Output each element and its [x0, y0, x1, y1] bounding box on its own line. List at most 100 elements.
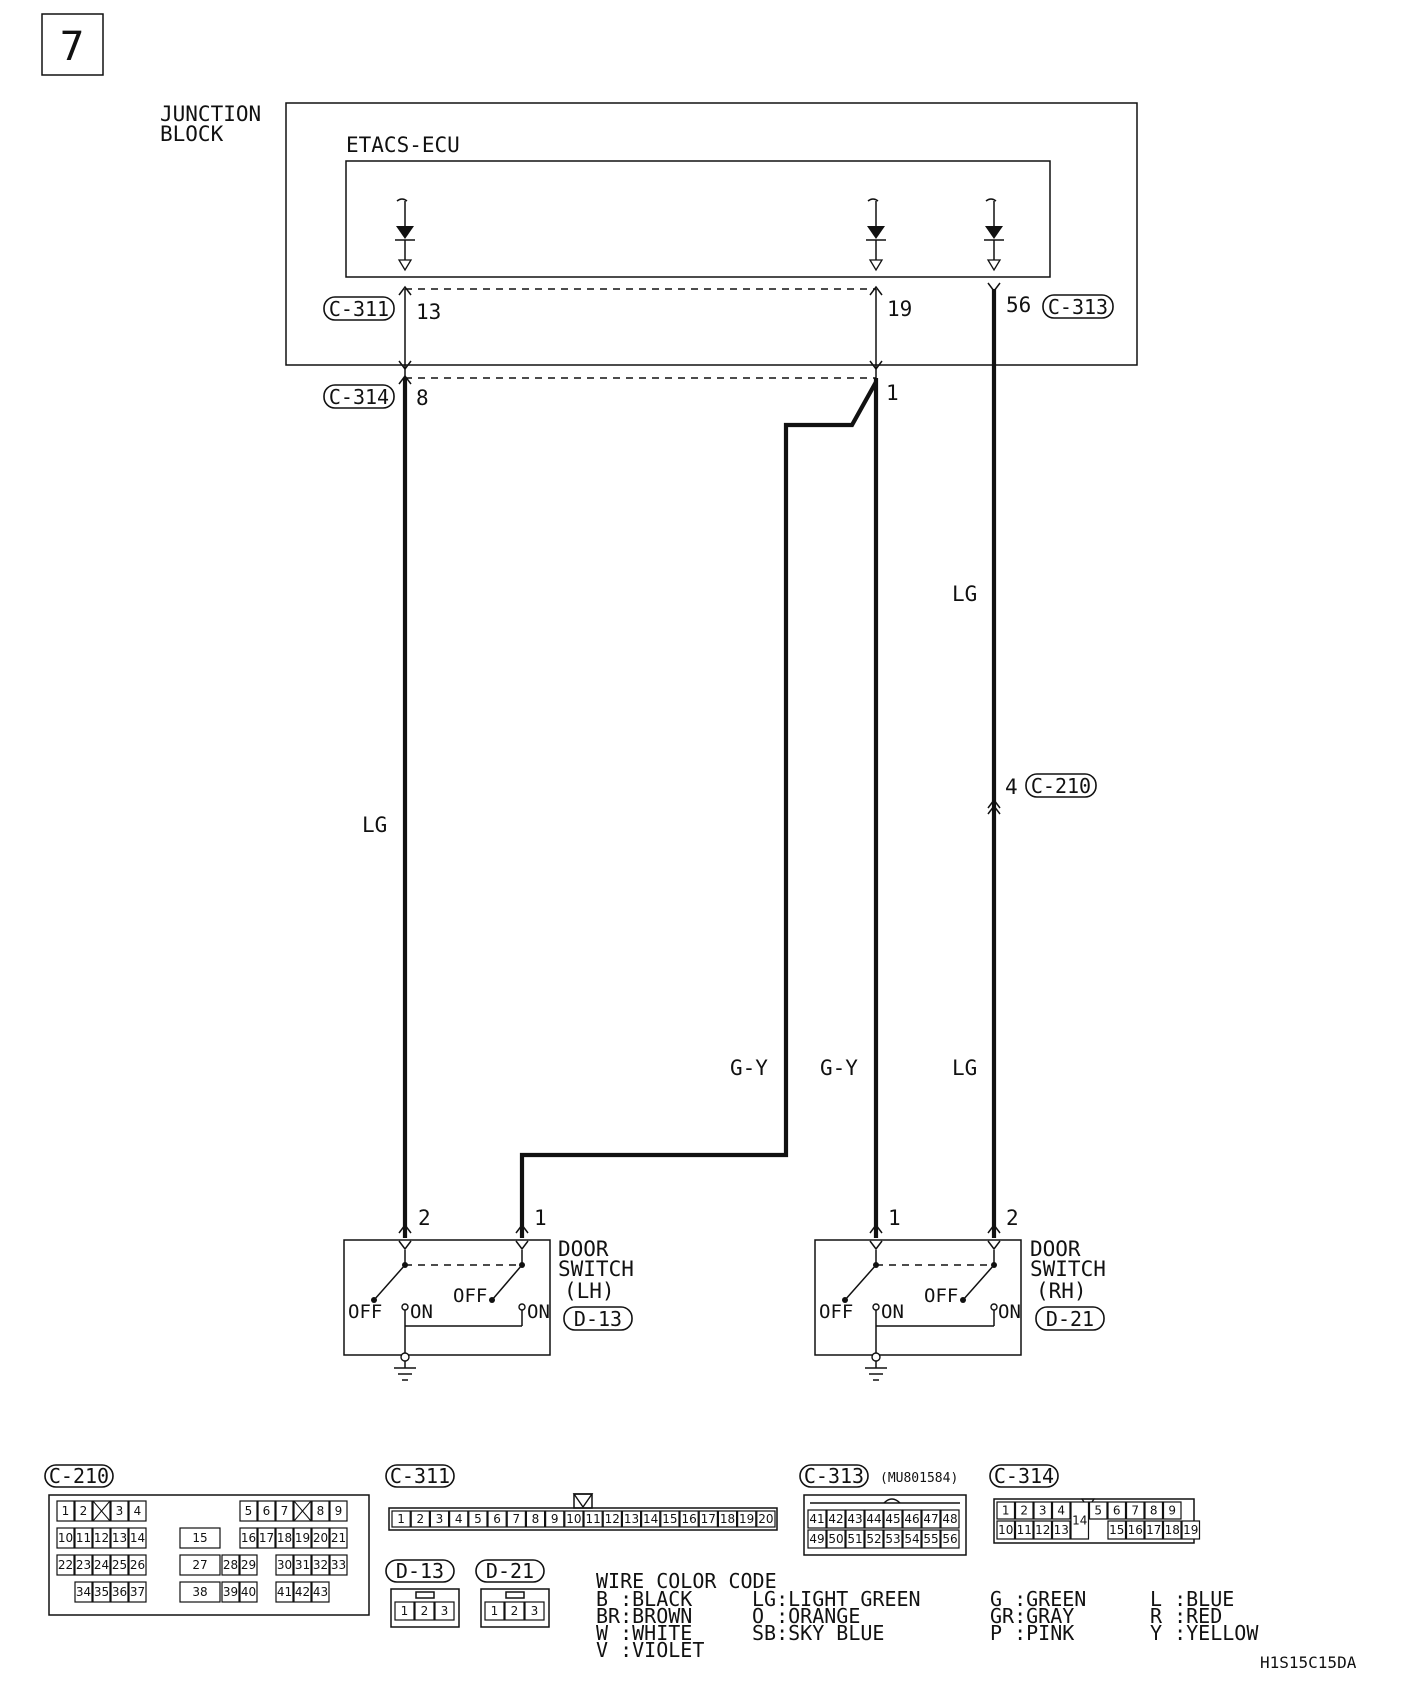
c210-cell: 31	[293, 1554, 312, 1576]
c210-cell: 16	[239, 1527, 258, 1549]
c210-cell: 11	[74, 1527, 93, 1549]
rh-title-1: DOOR	[1030, 1237, 1081, 1261]
legend-entry: G :GREEN	[990, 1587, 1086, 1611]
rh-title-2: SWITCH	[1030, 1257, 1106, 1281]
c210-cell: 40	[239, 1581, 258, 1603]
c313-cell: 49	[807, 1529, 827, 1549]
svg-text:24: 24	[94, 1558, 109, 1572]
lh-off-left: OFF	[348, 1301, 382, 1323]
svg-text:1: 1	[1002, 1504, 1010, 1518]
svg-text:34: 34	[76, 1585, 91, 1599]
svg-text:8: 8	[317, 1504, 325, 1518]
svg-text:C-210: C-210	[1031, 774, 1091, 798]
svg-text:2: 2	[80, 1504, 88, 1518]
drawing-code: H1S15C15DA	[1260, 1653, 1357, 1672]
legend-entry: P :PINK	[990, 1621, 1074, 1645]
c210-cell: 3	[110, 1500, 129, 1522]
svg-text:10: 10	[998, 1523, 1013, 1537]
svg-text:16: 16	[241, 1531, 256, 1545]
svg-text:6: 6	[1113, 1504, 1121, 1518]
svg-text:7: 7	[281, 1504, 289, 1518]
svg-text:17: 17	[1146, 1523, 1161, 1537]
svg-text:10: 10	[566, 1512, 581, 1526]
svg-text:11: 11	[76, 1531, 91, 1545]
lh-title-3: (LH)	[564, 1279, 615, 1303]
c210-cell: 33	[329, 1554, 348, 1576]
svg-text:1: 1	[397, 1512, 405, 1526]
svg-text:36: 36	[112, 1585, 127, 1599]
c314-label: C-314	[323, 384, 395, 409]
svg-text:C-311: C-311	[390, 1464, 450, 1488]
svg-text:23: 23	[76, 1558, 91, 1572]
svg-text:27: 27	[192, 1558, 207, 1572]
c311-cell: 19	[736, 1510, 757, 1528]
legend-entry: Y :YELLOW	[1150, 1621, 1259, 1645]
c210-cell: 34	[74, 1581, 93, 1603]
c311-cell: 17	[698, 1510, 719, 1528]
c314-cell: 10	[996, 1520, 1016, 1540]
d21-cell: 2	[504, 1601, 525, 1621]
svg-text:12: 12	[1035, 1523, 1050, 1537]
c313-cell: 43	[845, 1509, 865, 1529]
svg-text:3: 3	[1039, 1504, 1047, 1518]
svg-text:2: 2	[416, 1512, 424, 1526]
etacs-ecu-label: ETACS-ECU	[346, 133, 460, 157]
c311-cell: 6	[487, 1510, 507, 1528]
svg-text:3: 3	[441, 1604, 449, 1618]
svg-text:5: 5	[474, 1512, 482, 1526]
page-number-box	[41, 13, 104, 76]
svg-text:D-21: D-21	[486, 1559, 534, 1583]
wire-color-lg-right-lower: LG	[952, 1056, 977, 1080]
c210-label: C-210	[1025, 773, 1097, 798]
svg-text:5: 5	[245, 1504, 253, 1518]
svg-text:3: 3	[531, 1604, 539, 1618]
etacs-ecu-box	[345, 160, 1051, 278]
wire-color-gy-left: G-Y	[730, 1056, 768, 1080]
c311-pin-19: 19	[887, 297, 912, 321]
c210-cell: 13	[110, 1527, 129, 1549]
c210-cell: 6	[257, 1500, 276, 1522]
c313-cell: 41	[807, 1509, 827, 1529]
d13-cell: 3	[434, 1601, 455, 1621]
svg-text:1: 1	[62, 1504, 70, 1518]
junction-block-box	[285, 102, 1138, 366]
svg-text:29: 29	[241, 1558, 256, 1572]
ecu-input-19	[866, 198, 886, 272]
c311-cell: 14	[640, 1510, 661, 1528]
svg-text:C-313: C-313	[1048, 295, 1108, 319]
svg-text:19: 19	[295, 1531, 310, 1545]
legend-entry: V :VIOLET	[596, 1638, 704, 1662]
svg-text:11: 11	[585, 1512, 600, 1526]
svg-text:43: 43	[313, 1585, 328, 1599]
svg-text:6: 6	[263, 1504, 271, 1518]
c311-cell: 18	[717, 1510, 738, 1528]
d13-label: D-13	[563, 1306, 633, 1331]
svg-text:18: 18	[720, 1512, 735, 1526]
svg-text:7: 7	[512, 1512, 520, 1526]
rh-pin-2: 2	[1006, 1206, 1019, 1230]
svg-text:9: 9	[551, 1512, 559, 1526]
svg-text:C-314: C-314	[994, 1464, 1054, 1488]
svg-text:35: 35	[94, 1585, 109, 1599]
svg-text:C-210: C-210	[49, 1464, 109, 1488]
rh-off-right: OFF	[924, 1285, 958, 1307]
d13-view-title: D-13	[385, 1559, 455, 1583]
svg-text:48: 48	[942, 1512, 957, 1526]
svg-text:12: 12	[94, 1531, 109, 1545]
terminal-marks	[398, 282, 1001, 1251]
svg-text:50: 50	[828, 1532, 843, 1546]
c210-cell: 4	[128, 1500, 147, 1522]
c314-cell: 16	[1125, 1520, 1145, 1540]
c314-cell: 15	[1107, 1520, 1127, 1540]
svg-text:41: 41	[277, 1585, 292, 1599]
c210-cell: 1	[56, 1500, 75, 1522]
c311-cell: 8	[525, 1510, 546, 1528]
c210-cell: 26	[128, 1554, 147, 1576]
legend-title: WIRE COLOR CODE	[596, 1569, 777, 1593]
c210-cell: 9	[329, 1500, 348, 1522]
c311-cell: 13	[621, 1510, 642, 1528]
c311-cell: 12	[602, 1510, 623, 1528]
c210-cell: 43	[311, 1581, 330, 1603]
c314-cell: 7	[1125, 1501, 1145, 1520]
